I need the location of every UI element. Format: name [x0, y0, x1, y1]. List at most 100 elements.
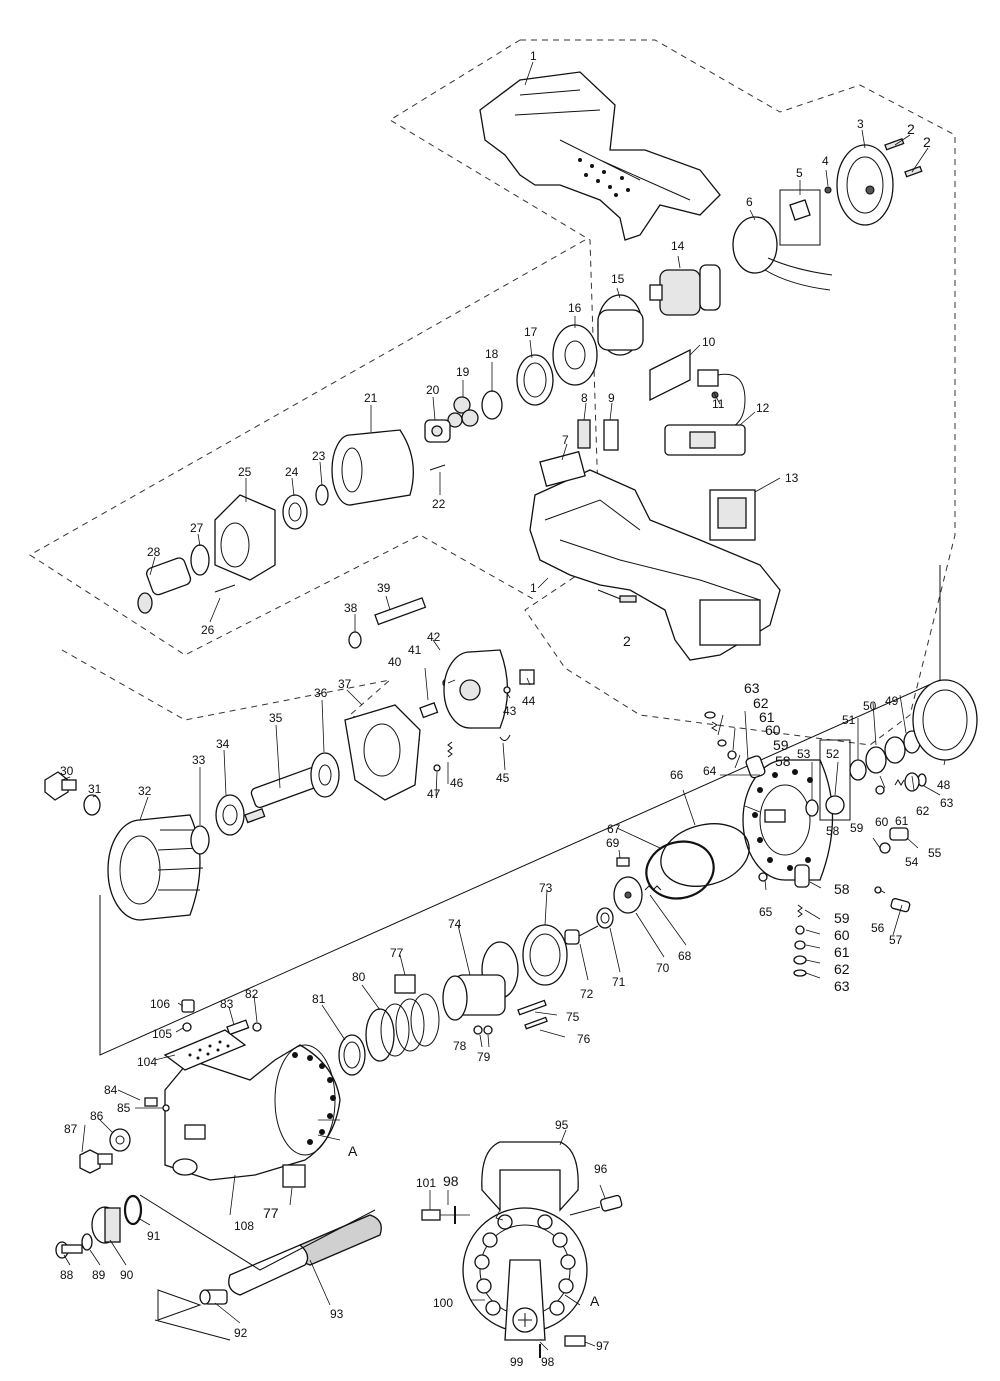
washer — [481, 390, 503, 420]
part-label: 61 — [834, 944, 850, 960]
part-label: 32 — [138, 784, 152, 798]
ball-bearing — [282, 494, 308, 530]
part-label: 92 — [234, 1326, 248, 1340]
part-label: 24 — [285, 465, 299, 479]
part-label: 58 — [834, 881, 850, 897]
main-spring — [365, 993, 440, 1062]
part-label: 38 — [344, 601, 358, 615]
part-label: 59 — [773, 737, 789, 753]
washer — [348, 631, 362, 649]
part-label: 84 — [104, 1083, 118, 1097]
part-label: 18 — [485, 347, 499, 361]
valve-stack-bottom — [793, 904, 807, 977]
part-label: 82 — [245, 987, 259, 1001]
cylinder-block — [742, 759, 834, 881]
part-label: 35 — [269, 711, 283, 725]
pin — [524, 1016, 548, 1030]
part-label: 105 — [152, 1027, 172, 1041]
part-label: 2 — [923, 134, 931, 150]
part-label: 8 — [581, 391, 588, 405]
part-label: 10 — [702, 335, 716, 349]
part-label: 86 — [90, 1109, 104, 1123]
part-label: 91 — [147, 1229, 161, 1243]
part-label: 79 — [477, 1050, 491, 1064]
piston-ring-inner — [529, 933, 561, 977]
part-label: 26 — [201, 623, 215, 637]
pin — [499, 734, 511, 741]
housing-half-bottom — [529, 469, 781, 661]
bolt — [564, 1335, 586, 1347]
bearing-box — [819, 739, 851, 821]
nut — [109, 1128, 131, 1152]
part-label: 62 — [834, 961, 850, 977]
check-valve — [596, 907, 614, 929]
part-label: 81 — [312, 992, 326, 1006]
fitting — [91, 1206, 121, 1244]
washer — [473, 1025, 483, 1035]
part-label: 1 — [530, 49, 537, 63]
part-label: 5 — [796, 166, 803, 180]
part-label: 73 — [539, 881, 553, 895]
part-label: 90 — [120, 1268, 134, 1282]
seal-ring — [338, 1034, 366, 1076]
part-label: 61 — [895, 814, 909, 828]
washer — [879, 842, 891, 854]
part-label: 30 — [60, 764, 74, 778]
part-label: 28 — [147, 545, 161, 559]
bearing — [215, 794, 245, 836]
small-ring — [824, 186, 832, 194]
part-label: 98 — [541, 1355, 555, 1369]
controller — [709, 489, 756, 541]
part-label: A — [348, 1143, 358, 1159]
part-label: 13 — [785, 471, 799, 485]
gear-housing — [331, 429, 414, 506]
part-label: 46 — [450, 776, 464, 790]
o-ring — [123, 1194, 143, 1226]
housing-half-top — [479, 71, 721, 241]
part-label: 11 — [712, 397, 725, 411]
part-label: 97 — [596, 1339, 610, 1353]
part-label: 61 — [759, 709, 775, 725]
part-label: 58 — [826, 824, 840, 838]
switch-lever — [577, 419, 591, 449]
part-label: 55 — [928, 846, 942, 860]
part-label: 101 — [416, 1176, 436, 1190]
part-label: 36 — [314, 686, 328, 700]
part-label: 75 — [566, 1010, 580, 1024]
group-outline-gear — [29, 239, 586, 656]
washer — [849, 759, 867, 781]
part-label: 9 — [608, 391, 615, 405]
bearing — [825, 795, 845, 815]
part-label: 63 — [834, 978, 850, 994]
drive-shaft — [244, 765, 327, 824]
part-label: 31 — [88, 782, 102, 796]
bolt — [890, 898, 911, 913]
bolt — [569, 1194, 623, 1216]
part-label: 42 — [427, 630, 441, 644]
bolt — [44, 771, 77, 801]
part-label: 95 — [555, 1118, 569, 1132]
part-label: 3 — [857, 117, 864, 131]
bolt — [889, 827, 909, 841]
switch-plate — [732, 216, 833, 291]
part-label: 44 — [522, 694, 536, 708]
part-label: 22 — [432, 497, 446, 511]
bolt — [374, 597, 427, 626]
part-label: 106 — [150, 997, 170, 1011]
part-label: 50 — [863, 699, 877, 713]
planet-gears — [447, 396, 479, 428]
part-labels: 1 1 2 2 2 3 4 5 6 7 8 9 10 11 12 13 14 1… — [60, 49, 954, 1369]
group-outline-hammer — [99, 565, 941, 1056]
spacer — [865, 746, 887, 774]
part-label: 53 — [797, 747, 811, 761]
valve-stack-right — [875, 772, 927, 795]
stator — [597, 294, 644, 356]
part-label: 21 — [364, 391, 378, 405]
part-label: 25 — [238, 465, 252, 479]
part-label: 60 — [834, 927, 850, 943]
part-label: 2 — [907, 121, 915, 137]
part-label: 63 — [744, 680, 760, 696]
bolt — [79, 1149, 113, 1174]
part-label: 17 — [524, 325, 538, 339]
